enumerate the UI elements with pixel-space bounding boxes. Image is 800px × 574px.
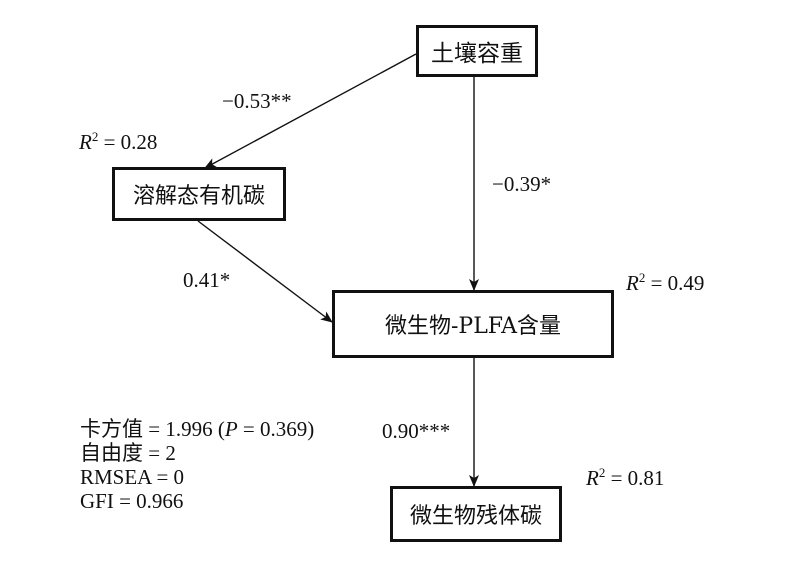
r-superscript: 2 xyxy=(638,270,646,285)
r-squared-doc: R2 = 0.28 xyxy=(79,129,158,154)
r-squared-plfa: R2 = 0.49 xyxy=(626,270,705,295)
path-coef-doc-to-plfa: 0.41* xyxy=(183,268,231,292)
rmsea-line: RMSEA = 0 xyxy=(80,465,185,489)
degrees-of-freedom-line: 自由度 = 2 xyxy=(80,441,176,465)
r-symbol: R xyxy=(626,271,639,295)
node-microbial-plfa: 微生物-PLFA含量 xyxy=(332,290,614,358)
node-bulk-density: 土壤容重 xyxy=(416,25,538,77)
r-squared-value: = 0.49 xyxy=(650,271,705,295)
r-superscript: 2 xyxy=(91,129,99,144)
node-dissolved-organic-carbon: 溶解态有机碳 xyxy=(112,167,286,221)
r-squared-value: = 0.81 xyxy=(610,466,665,490)
p-symbol: P xyxy=(224,417,238,441)
chi-square-line: 卡方值 = 1.996 (P = 0.369) xyxy=(80,417,315,441)
model-fit-stats: 卡方值 = 1.996 (P = 0.369) 自由度 = 2 RMSEA = … xyxy=(80,417,314,513)
r-symbol: R xyxy=(79,130,92,154)
r-squared-necromass: R2 = 0.81 xyxy=(586,465,665,490)
r-symbol: R xyxy=(586,466,599,490)
path-coef-plfa-to-necromass: 0.90*** xyxy=(382,419,451,443)
node-microbial-necromass-carbon: 微生物残体碳 xyxy=(390,486,562,542)
r-superscript: 2 xyxy=(598,465,606,480)
gfi-line: GFI = 0.966 xyxy=(80,489,184,513)
path-coef-bulk-to-plfa: −0.39* xyxy=(492,172,552,196)
r-squared-value: = 0.28 xyxy=(103,130,158,154)
path-coef-bulk-to-doc: −0.53** xyxy=(222,89,292,113)
arrow-doc-to-plfa xyxy=(197,220,333,323)
arrow-bulk-to-doc xyxy=(204,53,417,169)
